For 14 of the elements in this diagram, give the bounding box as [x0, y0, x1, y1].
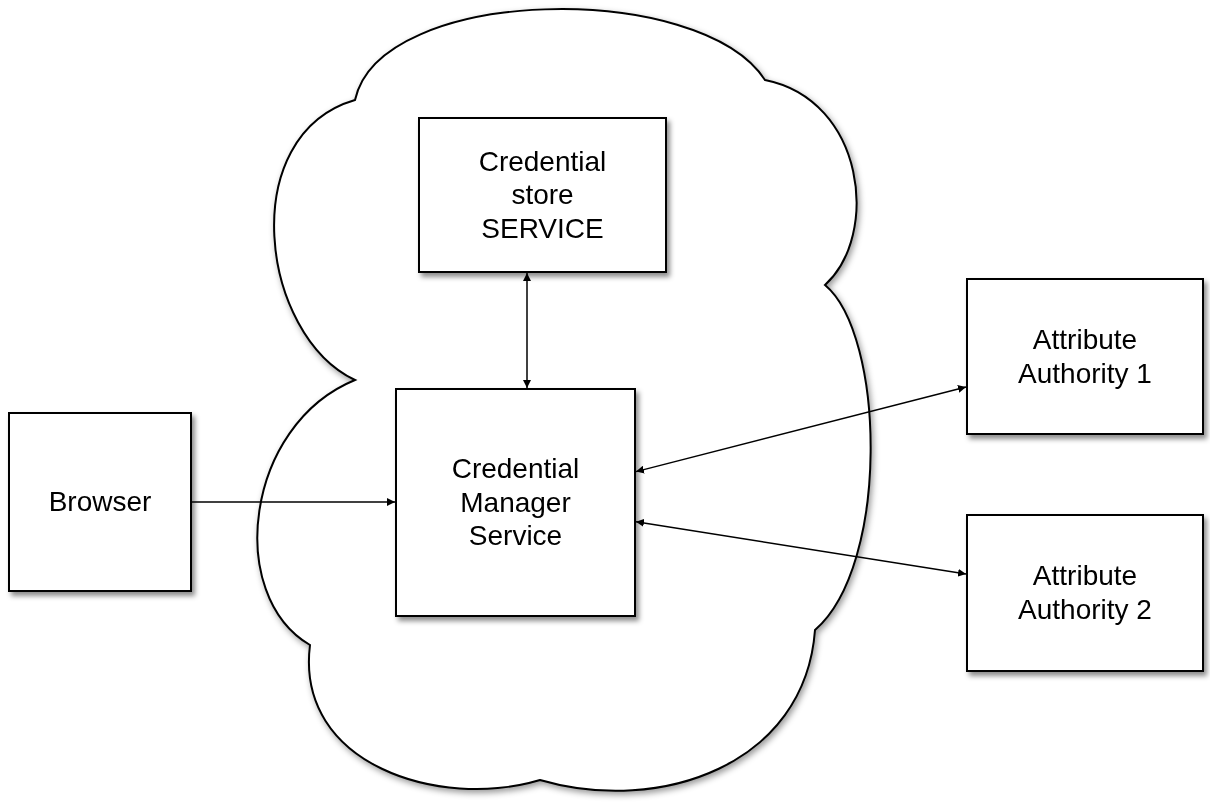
process-box: [418, 117, 667, 273]
process-box: [395, 388, 636, 617]
box-label: Browser: [48, 485, 152, 519]
arrow: [635, 385, 967, 474]
process-box: [966, 514, 1204, 672]
box-label: Credential store SERVICE: [477, 144, 608, 246]
box-label: Attribute Authority 1: [1017, 322, 1153, 391]
arrow: [635, 518, 967, 577]
box-label: Attribute Authority 2: [1017, 559, 1153, 627]
box-label: Credential Manager Service: [450, 452, 581, 553]
arrow: [191, 498, 396, 506]
arrow: [523, 272, 531, 389]
process-box: [8, 412, 192, 592]
process-box: [966, 278, 1204, 435]
